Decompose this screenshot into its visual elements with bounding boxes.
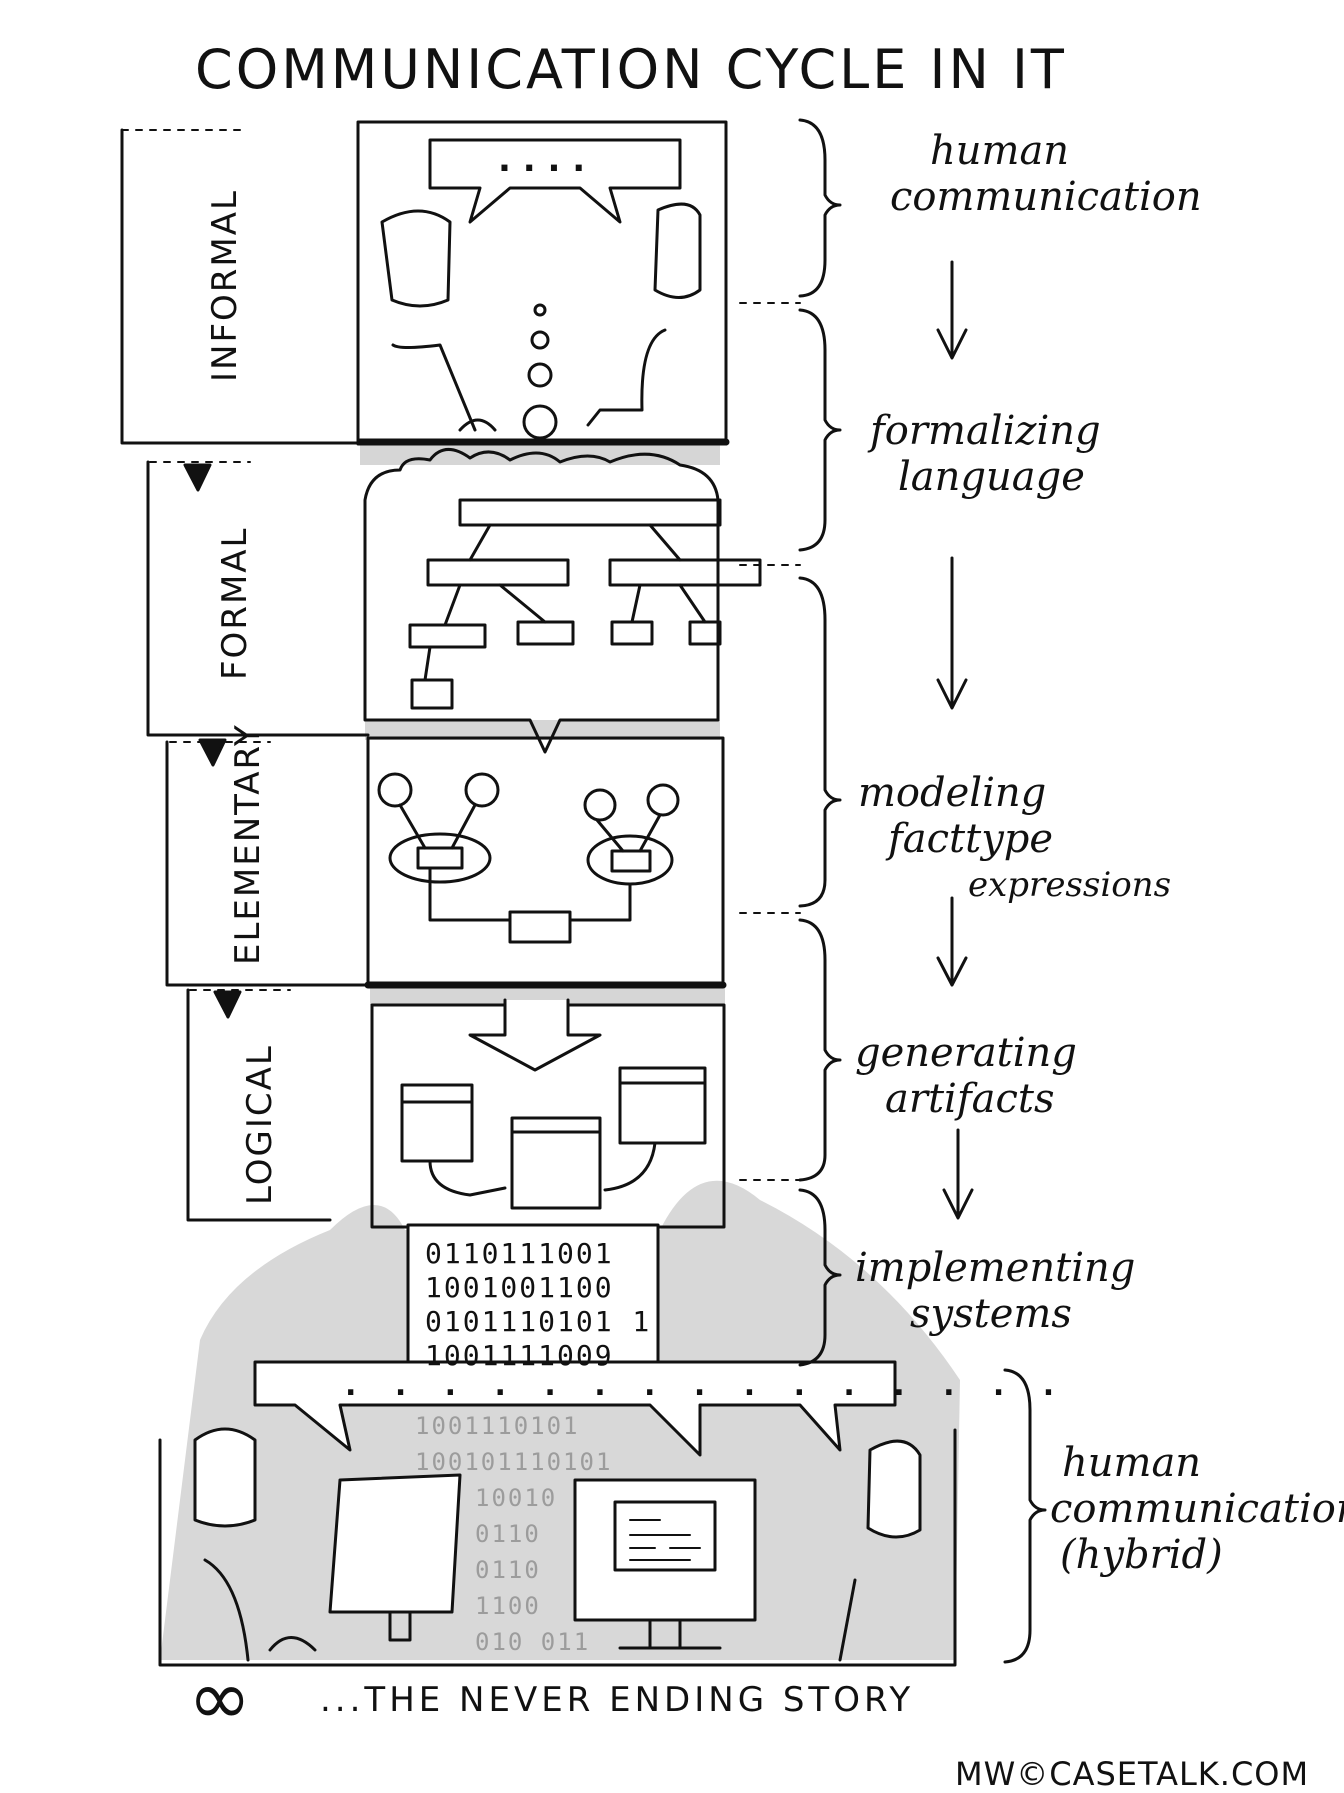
brace-4: [798, 918, 842, 1182]
tab-marker-2: [198, 738, 227, 767]
infinity-icon: ∞: [188, 1653, 252, 1742]
footer-tagline: ...THE NEVER ENDING STORY: [320, 1680, 915, 1720]
entity-2: [464, 772, 500, 808]
diagram-root: [458, 498, 722, 527]
fact-ellipse-1: [388, 832, 492, 884]
panel-modeling-facttype: [366, 736, 725, 988]
person-bottom-left-head: [193, 1427, 257, 1528]
person-right-head: [653, 202, 702, 299]
level-label-elementary: ELEMENTARY: [228, 723, 268, 965]
fact-ellipse-2: [586, 834, 674, 886]
author-credit: MW©CASETALK.COM: [955, 1755, 1310, 1793]
table-2: [618, 1066, 707, 1145]
entity-3: [583, 788, 617, 822]
arrow-down-3: [936, 896, 968, 987]
level-label-informal: INFORMAL: [205, 189, 245, 382]
stage-formalizing-language: formalizing language: [870, 408, 1101, 500]
brace-1: [798, 118, 842, 298]
panel-formalizing-language: [363, 448, 720, 754]
down-arrow-artifact: [468, 998, 602, 1072]
fact-box: [508, 910, 572, 944]
monitor-left: [328, 1473, 462, 1614]
speech-dots-bottom: . . . . . . . . . . . . . . .: [345, 1368, 1069, 1403]
entity-4: [646, 783, 680, 817]
table-1: [400, 1083, 474, 1163]
gray-band-3: [370, 985, 725, 1005]
stage-modeling-facttype: modeling facttype expressions: [858, 770, 1172, 905]
table-3: [510, 1116, 602, 1210]
tab-marker-1: [183, 463, 212, 492]
speech-dots-top: . . . .: [498, 140, 586, 180]
level-tab-informal: [120, 128, 364, 445]
entity-1: [377, 772, 413, 808]
person-left-head: [380, 209, 452, 308]
gray-band-2: [365, 720, 720, 740]
page-title: COMMUNICATION CYCLE IN IT: [195, 38, 1067, 101]
tab-marker-3: [213, 990, 242, 1019]
brace-2: [798, 308, 842, 552]
level-label-logical: LOGICAL: [240, 1044, 280, 1205]
brace-5: [798, 1188, 842, 1367]
panel-hybrid: [158, 1428, 957, 1667]
speech-bubble-2: [253, 1360, 897, 1457]
stage-human-communication: human communication: [890, 128, 1202, 220]
arrow-down-2: [936, 556, 968, 710]
arrow-down-4: [942, 1128, 974, 1220]
brace-3: [798, 576, 842, 908]
arrow-down-1: [936, 260, 968, 360]
brace-6: [1003, 1368, 1047, 1664]
level-tab-elementary: [165, 740, 374, 987]
stage-generating-artifacts: generating artifacts: [855, 1030, 1077, 1122]
level-label-formal: FORMAL: [215, 526, 255, 680]
level-tab-formal: [146, 460, 370, 737]
binary-column: [406, 1223, 660, 1367]
stage-human-communication-hybrid: human communication (hybrid): [1050, 1440, 1344, 1578]
person-bottom-right-head: [866, 1439, 922, 1539]
speech-bubble-1: [428, 138, 682, 224]
stage-implementing-systems: implementing systems: [855, 1245, 1136, 1337]
level-tab-logical: [186, 988, 332, 1222]
